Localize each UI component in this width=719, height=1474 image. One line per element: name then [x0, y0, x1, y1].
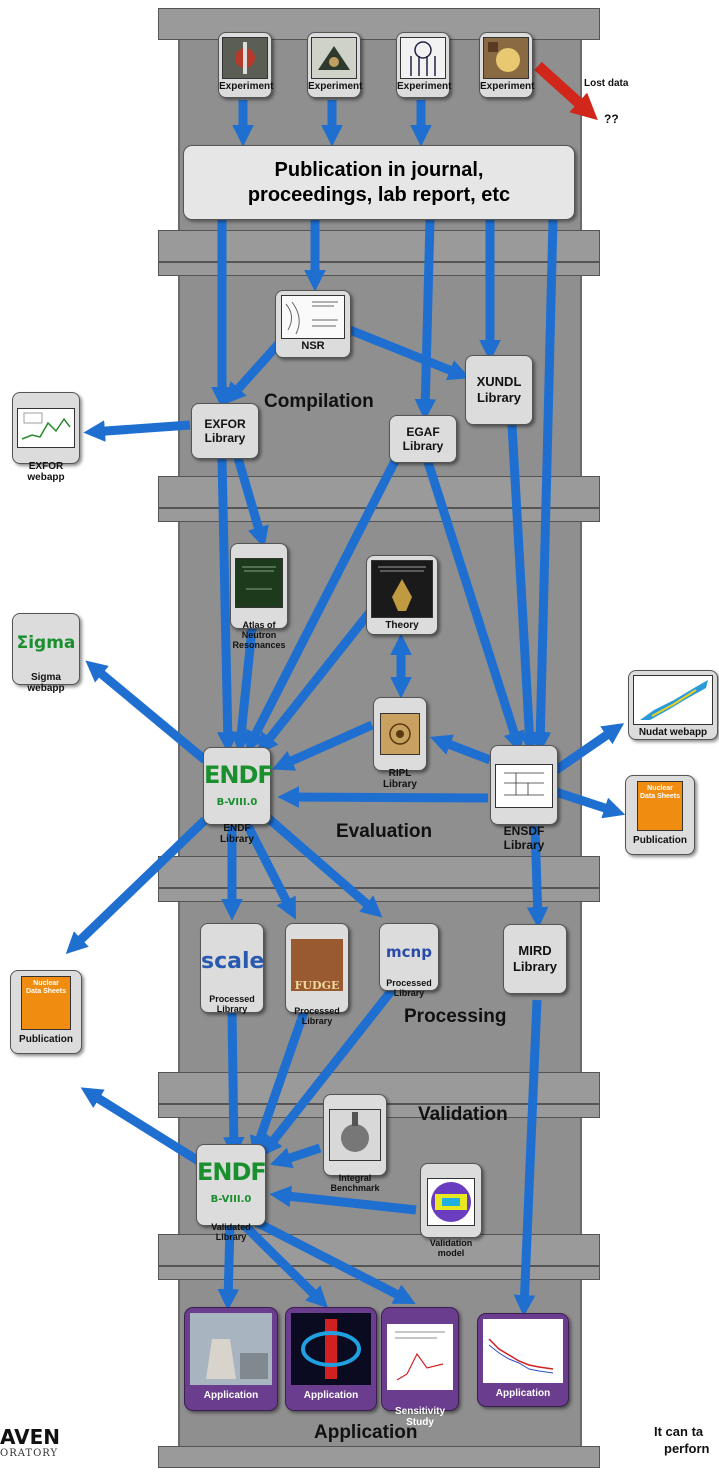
sensitivity-study-label: Sensitivity Study [394, 1406, 446, 1428]
fudge-label: Processed Library [294, 1006, 340, 1026]
exfor-plot-icon [17, 408, 75, 448]
pipe-bottom-flange [158, 1446, 600, 1468]
ensdf-level-scheme-icon [495, 764, 553, 808]
lost-data-label: Lost data [584, 78, 629, 89]
theory-book-icon [371, 560, 433, 618]
integral-benchmark-node: Integral Benchmark [323, 1094, 387, 1193]
nudat-chart-icon [633, 675, 713, 725]
sigma-logo: Σigma [16, 633, 76, 653]
experiment-label-1: Experiment [219, 81, 274, 92]
nsr-node: NSR [275, 290, 351, 358]
ensdf-label: ENSDF Library [503, 824, 545, 852]
experiment-node-1: Experiment [218, 32, 274, 98]
stage-application: Application [314, 1422, 418, 1443]
application-medical-scan [291, 1313, 371, 1385]
sensitivity-document [387, 1324, 453, 1390]
mird-library-node: MIRD Library [503, 924, 567, 994]
atlas-node: Atlas of Neutron Resonances [230, 543, 288, 650]
nudat-label: Nudat webapp [638, 727, 708, 738]
lost-data-mark: ?? [604, 112, 619, 126]
exfor-webapp-node: EXFOR webapp [12, 392, 80, 483]
application-label-4: Application [495, 1388, 551, 1399]
nds-cover-right: Nuclear Data Sheets [637, 781, 683, 831]
pipe-flange-2b [158, 508, 600, 522]
application-label-1: Application [203, 1390, 259, 1401]
experiment-photo-1 [222, 37, 268, 79]
nudat-webapp-node: Nudat webapp [628, 670, 718, 740]
endf-logo: ENDF [204, 761, 274, 789]
experiment-label-2: Experiment [308, 81, 363, 92]
stage-validation: Validation [418, 1104, 508, 1125]
publication-box: Publication in journal, proceedings, lab… [183, 145, 575, 220]
mcnp-label: Processed Library [386, 978, 432, 998]
fudge-logo: FUDGE [291, 939, 343, 991]
nsr-label: NSR [301, 340, 325, 352]
validated-library-node: ENDF B-VIII.0 Validated Library [196, 1144, 267, 1242]
application-node-1: Application [184, 1307, 278, 1411]
validated-endf-logo: ENDF [197, 1158, 267, 1186]
footer-text-line1: It can ta [654, 1424, 704, 1439]
atlas-book-icon [235, 558, 283, 608]
footer-text-line2: perforn [664, 1441, 710, 1456]
lab-logo-line1: AVEN [0, 1425, 60, 1449]
experiment-photo-4 [483, 37, 529, 79]
sigma-webapp-label: Sigma webapp [27, 672, 65, 694]
xundl-library-node: XUNDL Library [465, 355, 533, 425]
experiment-photo-2 [311, 37, 357, 79]
validation-model-node: Validation model [420, 1163, 482, 1258]
endf-label: ENDF Library [220, 823, 254, 845]
scale-processed-node: scale Processed Library [200, 923, 265, 1014]
fudge-processed-node: FUDGE Processed Library [285, 923, 349, 1026]
application-node-2: Application [285, 1307, 377, 1411]
experiment-diagram-3 [400, 37, 446, 79]
sigma-webapp-node: Σigma Sigma webapp [12, 613, 80, 694]
egaf-library-node: EGAF Library [389, 415, 457, 463]
lab-logo: AVEN ORATORY [0, 1426, 70, 1472]
theory-label: Theory [385, 620, 419, 631]
integral-benchmark-label: Integral Benchmark [330, 1173, 380, 1193]
exfor-webapp-label: EXFOR webapp [27, 461, 65, 483]
application-label-2: Application [303, 1390, 359, 1401]
exfor-library-node: EXFOR Library [191, 403, 259, 459]
publication-right-node: Nuclear Data Sheets Publication [625, 775, 695, 855]
experiment-node-3: Experiment [396, 32, 452, 98]
stage-evaluation: Evaluation [336, 821, 433, 842]
endf-version: B-VIII.0 [216, 797, 258, 808]
experiment-node-4: Experiment [479, 32, 535, 98]
lab-logo-line2: ORATORY [0, 1448, 59, 1459]
ripl-label: RIPL Library [383, 768, 417, 790]
pipe-flange-1 [158, 230, 600, 262]
validated-label: Validated Library [211, 1222, 251, 1242]
ensdf-library-node: ENSDF Library [490, 745, 558, 852]
application-node-4: Application [477, 1313, 569, 1407]
validation-model-icon [427, 1178, 475, 1226]
stage-compilation: Compilation [264, 391, 374, 412]
experiment-label-3: Experiment [397, 81, 452, 92]
ripl-book-icon [380, 713, 420, 755]
application-plot [483, 1319, 563, 1383]
publication-right-label: Publication [633, 835, 687, 846]
nsr-document-icon [281, 295, 345, 339]
validation-model-label: Validation model [429, 1238, 473, 1258]
integral-benchmark-photo [329, 1109, 381, 1161]
nds-cover-left: Nuclear Data Sheets [21, 976, 71, 1030]
application-power-plant-photo [190, 1313, 272, 1385]
stage-processing: Processing [404, 1006, 507, 1027]
endf-library-node: ENDF B-VIII.0 ENDF Library [203, 747, 274, 845]
validated-endf-version: B-VIII.0 [210, 1194, 252, 1205]
scale-label: Processed Library [209, 994, 255, 1014]
pipe-flange-5b [158, 1266, 600, 1280]
mcnp-logo: mcnp [386, 943, 432, 961]
sensitivity-study-node: Sensitivity Study [381, 1307, 459, 1428]
theory-node: Theory [366, 555, 438, 635]
ripl-library-node: RIPL Library [373, 697, 427, 790]
publication-left-label: Publication [19, 1034, 73, 1045]
experiment-node-2: Experiment [307, 32, 363, 98]
experiment-label-4: Experiment [480, 81, 535, 92]
atlas-label: Atlas of Neutron Resonances [232, 620, 286, 650]
scale-logo: scale [201, 949, 265, 974]
mcnp-processed-node: mcnp Processed Library [379, 923, 439, 998]
publication-left-node: Nuclear Data Sheets Publication [10, 970, 82, 1054]
